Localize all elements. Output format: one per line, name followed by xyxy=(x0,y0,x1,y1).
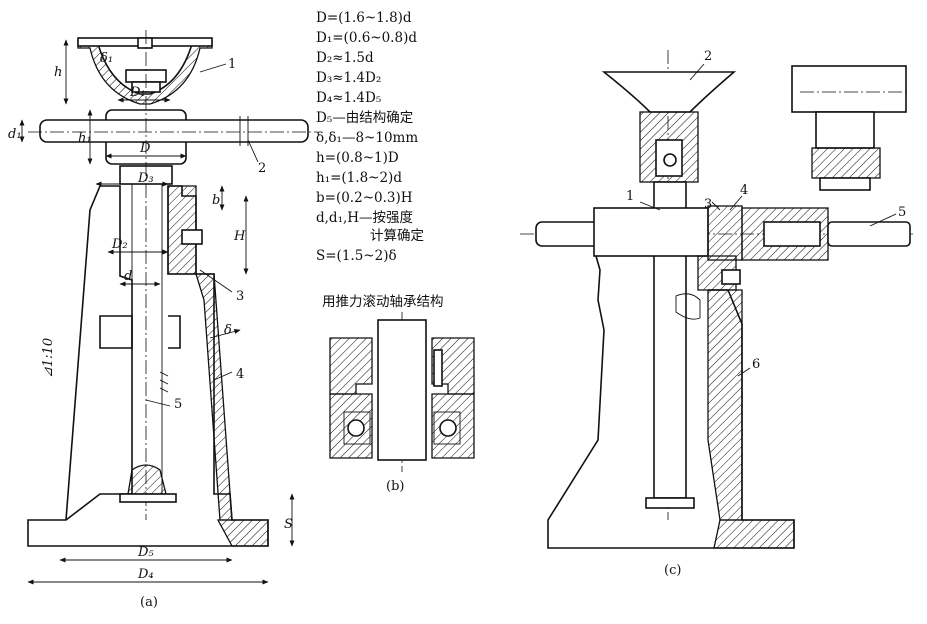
part-c-2: 2 xyxy=(704,49,712,64)
dim-D: D xyxy=(139,141,151,156)
formula-line-11: 计算确定 xyxy=(370,228,424,244)
dim-taper: ⊿1:10 xyxy=(41,338,56,378)
formula-line-8: h₁=(1.8~2)d xyxy=(316,170,402,186)
part-c-4: 4 xyxy=(740,183,748,198)
dim-D5: D₅ xyxy=(137,545,154,560)
dim-D2: D₂ xyxy=(111,237,128,252)
dim-h1: h₁ xyxy=(78,131,92,146)
formula-line-6: δ,δ₁—8~10mm xyxy=(316,130,418,146)
figure-c-labels: 1 2 3 4 5 6 (c) xyxy=(626,49,906,578)
fig-b-title: 用推力滚动轴承结构 xyxy=(322,293,444,310)
dim-h: h xyxy=(54,65,62,80)
formula-line-7: h=(0.8~1)D xyxy=(316,150,399,166)
dim-delta1: δ₁ xyxy=(100,51,113,66)
part-c-6: 6 xyxy=(752,357,760,372)
dim-d: d xyxy=(124,269,132,284)
dim-b: b xyxy=(212,193,220,208)
formula-line-2: D₂≈1.5d xyxy=(316,50,374,66)
formula-line-10: d,d₁,H—按强度 xyxy=(316,210,413,226)
part-3: 3 xyxy=(236,289,244,304)
formula-line-4: D₄≈1.4D₅ xyxy=(316,90,381,106)
formula-line-0: D=(1.6~1.8)d xyxy=(316,10,412,26)
part-c-1: 1 xyxy=(626,189,634,204)
dim-d1: d₁ xyxy=(8,127,22,142)
part-2: 2 xyxy=(258,161,266,176)
formula-line-3: D₃≈1.4D₂ xyxy=(316,70,381,86)
formula-line-1: D₁=(0.6~0.8)d xyxy=(316,30,417,46)
figure-a xyxy=(27,30,318,547)
dim-S: S xyxy=(284,517,293,532)
dim-H: H xyxy=(233,229,246,244)
part-c-5: 5 xyxy=(898,205,906,220)
part-1: 1 xyxy=(228,57,236,72)
figure-c xyxy=(520,50,916,549)
dim-D4: D₄ xyxy=(137,567,154,582)
figure-a-labels: h δ₁ D₁ d₁ h₁ D D₃ b H D₂ d δ ⊿1:10 S D₅… xyxy=(8,51,293,610)
v-head xyxy=(601,71,737,113)
formula-line-5: D₅—由结构确定 xyxy=(316,110,413,126)
part-4: 4 xyxy=(236,367,244,382)
formula-line-12: S=(1.5~2)δ xyxy=(316,248,397,264)
figure-a-dimensions xyxy=(19,39,295,585)
formula-block: D=(1.6~1.8)d D₁=(0.6~0.8)d D₂≈1.5d D₃≈1.… xyxy=(316,10,424,264)
caption-b: (b) xyxy=(386,479,404,494)
handle-bar xyxy=(39,119,309,143)
part-5: 5 xyxy=(174,397,182,412)
dim-D1: D₁ xyxy=(129,85,146,100)
dim-D3: D₃ xyxy=(137,171,154,186)
part-c-3: 3 xyxy=(704,197,712,212)
dim-delta: δ xyxy=(224,323,232,338)
caption-c: (c) xyxy=(664,563,681,578)
caption-a: (a) xyxy=(140,595,158,610)
figure-b: 用推力滚动轴承结构 (b) xyxy=(322,293,475,494)
formula-line-9: b=(0.2~0.3)H xyxy=(316,190,413,206)
